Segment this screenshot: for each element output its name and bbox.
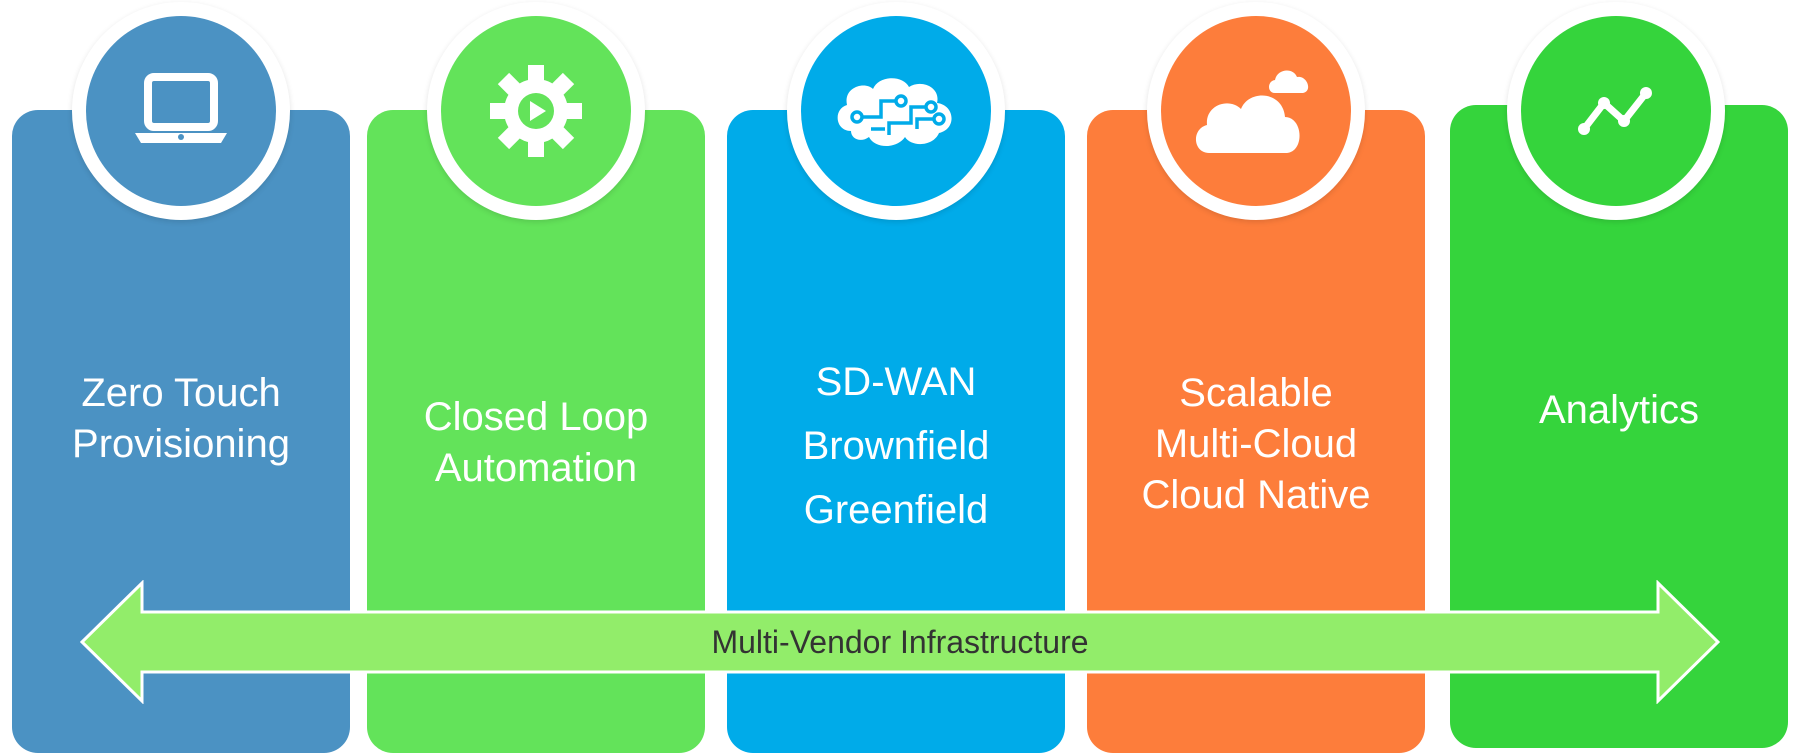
pillar-title: Closed Loop Automation <box>423 395 649 490</box>
gear-play-icon <box>490 65 582 157</box>
brain-circuit-icon <box>837 78 952 146</box>
double-arrow <box>80 580 1720 704</box>
icon-badge-sd-wan <box>787 2 1005 220</box>
icon-badge-closed-loop <box>427 2 645 220</box>
pillar-title: SD-WAN Brownfield Greenfield <box>802 360 990 532</box>
pillar-title: Zero Touch Provisioning <box>72 371 290 466</box>
icon-badge-zero-touch <box>72 2 290 220</box>
pillar-title: Analytics <box>1538 388 1700 432</box>
arrow-label: Multi-Vendor Infrastructure <box>711 623 1089 660</box>
laptop-icon <box>135 73 227 143</box>
icon-badge-analytics <box>1507 2 1725 220</box>
cloud-icon <box>1195 70 1309 153</box>
pillar-title: Scalable Multi-Cloud Cloud Native <box>1141 371 1371 517</box>
line-graph-icon <box>1578 87 1652 135</box>
icon-badge-scalable <box>1147 2 1365 220</box>
